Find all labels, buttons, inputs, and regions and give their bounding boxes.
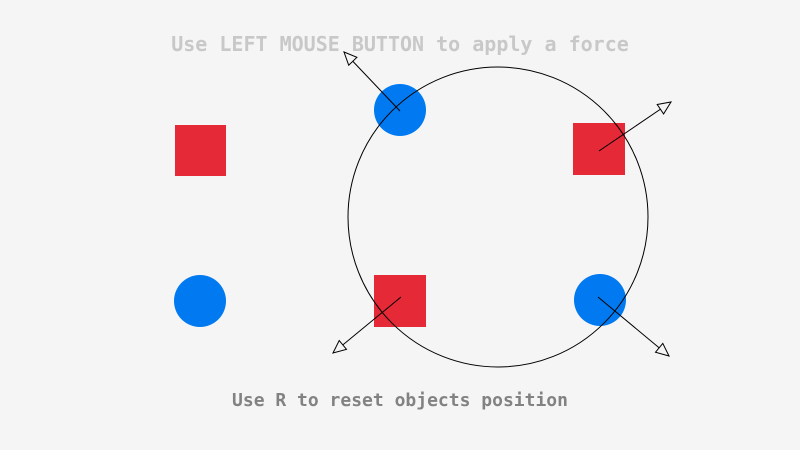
red-square-bottom-center[interactable] [374,275,426,327]
force-arrow-top-left-head [343,51,358,67]
force-arrow-bottom-left-head [332,339,348,354]
red-square-left[interactable] [175,125,226,176]
force-arrow-top-right-line [598,101,672,152]
blue-circle-bottom-right[interactable] [574,274,626,326]
hint-reset-objects: Use R to reset objects position [232,390,568,411]
hint-apply-force: Use LEFT MOUSE BUTTON to apply a force [171,32,629,56]
red-square-right[interactable] [573,123,625,175]
force-arrow-top-right-head [656,101,673,115]
force-arrow-top-left-line [343,51,401,112]
force-arrow-bottom-right-line [597,296,670,357]
boundary-circle-outline [347,66,649,368]
force-arrow-bottom-right-head [654,342,670,357]
force-arrow-bottom-left-line [332,296,402,354]
blue-circle-left[interactable] [174,275,226,327]
